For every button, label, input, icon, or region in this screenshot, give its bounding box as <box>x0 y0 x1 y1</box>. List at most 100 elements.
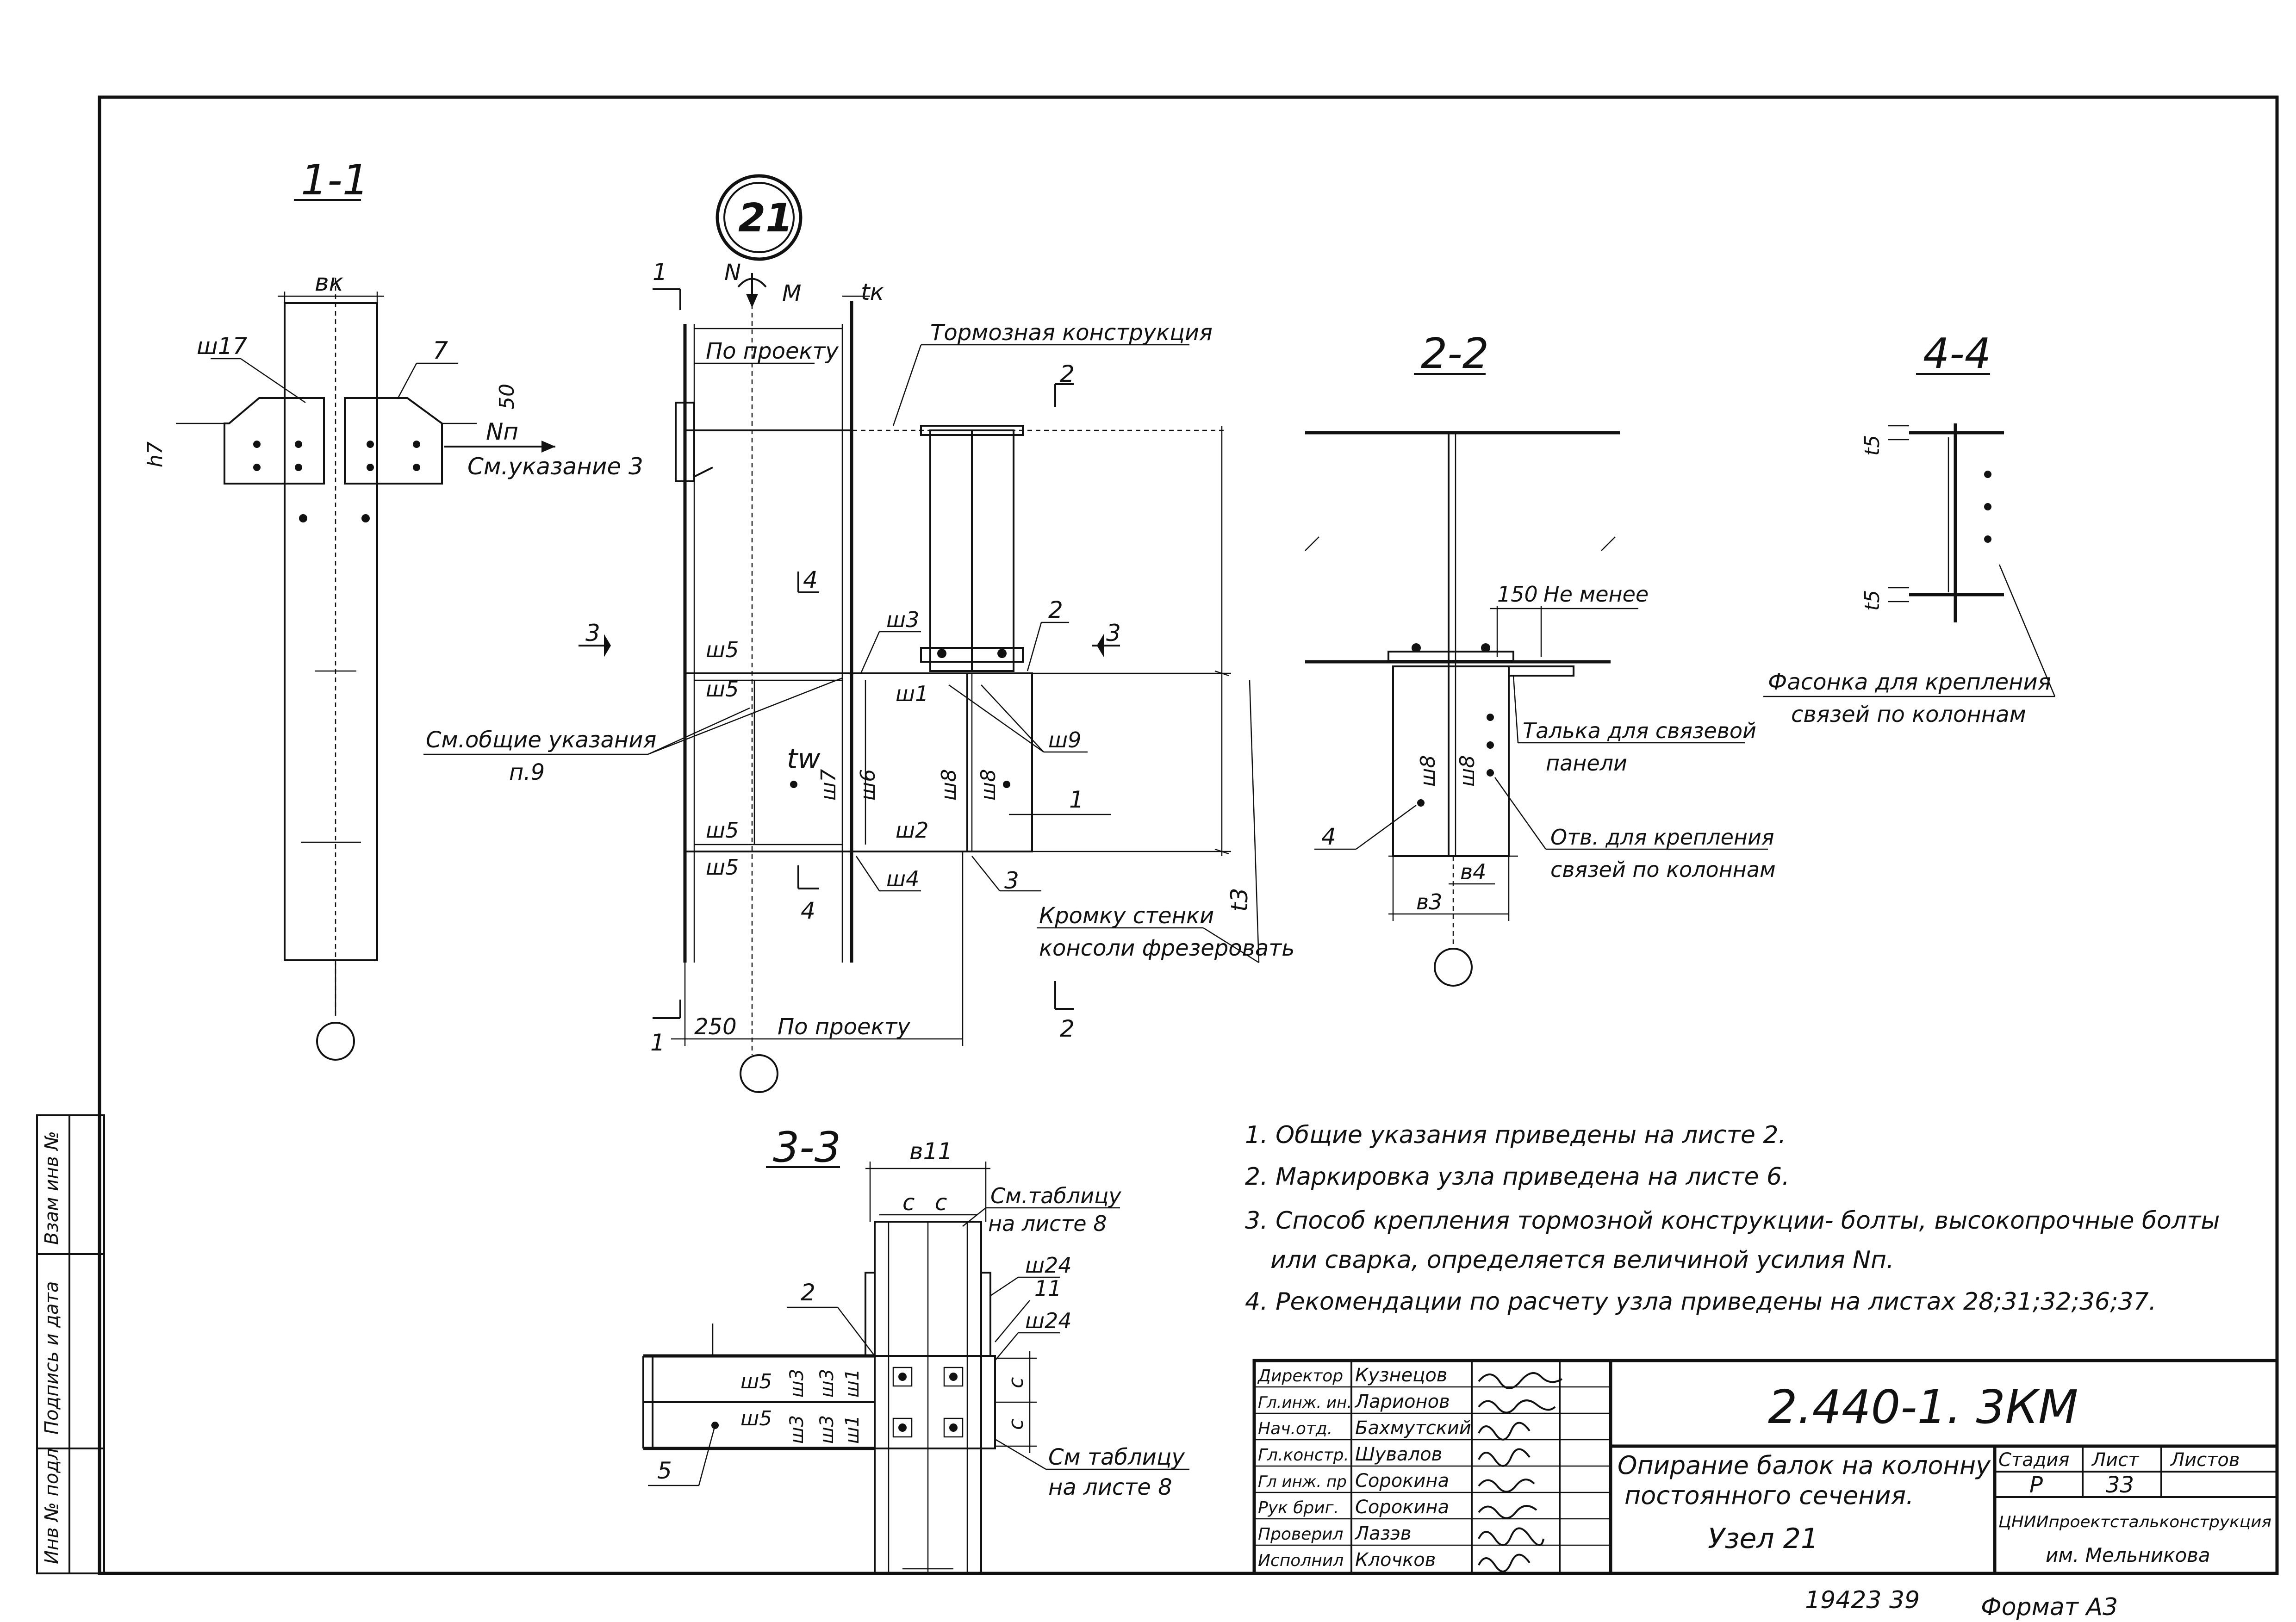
sm-tabl-1b: на листе 8 <box>988 1211 1107 1236</box>
talka-1: Талька для связевой <box>1523 718 1756 743</box>
cut-4-top: 4 <box>803 566 818 593</box>
weld-w7: ш7 <box>817 769 840 801</box>
name-1: Ларионов <box>1354 1391 1450 1412</box>
sheet-label: Лист <box>2091 1449 2140 1471</box>
side-vzam: Взам инв № <box>41 1131 62 1245</box>
pos-3: 3 <box>1004 867 1019 894</box>
note-2: 2. Маркировка узла приведена на листе 6. <box>1245 1163 1790 1191</box>
weld-w2: ш2 <box>896 818 928 843</box>
kromka-1: Кромку стенки <box>1039 903 1214 929</box>
weld-w5-a: ш5 <box>706 637 739 662</box>
name-5: Сорокина <box>1355 1497 1449 1518</box>
dim-c2: c <box>935 1190 947 1216</box>
dim-b4: в4 <box>1460 859 1486 884</box>
weld-w8-b: ш8 <box>977 769 1000 801</box>
sheets-label: Листов <box>2170 1449 2240 1471</box>
dim-c1: c <box>902 1190 915 1216</box>
dim-150: 150 <box>1497 582 1538 607</box>
obsh-ukaz-2: п.9 <box>509 759 545 785</box>
weld-w24-b: ш24 <box>1025 1308 1072 1333</box>
name-3: Шувалов <box>1355 1444 1442 1465</box>
note-4: 4. Рекомендации по расчету узла приведен… <box>1245 1288 2156 1316</box>
section-label-3-3: 3-3 <box>773 1123 841 1172</box>
dim-h7: h7 <box>143 441 167 467</box>
sm-tabl-2a: См таблицу <box>1048 1444 1185 1470</box>
side-podp: Подпись и дата <box>41 1281 62 1435</box>
note-see-3: См.указание 3 <box>467 453 643 480</box>
pos-2-33: 2 <box>801 1279 815 1306</box>
weld-w17: ш17 <box>197 333 248 360</box>
section-label-2-2: 2-2 <box>1421 329 1489 378</box>
sheet-frame <box>98 95 2279 1575</box>
cut-1-top: 1 <box>653 259 667 286</box>
view-main: 21 N M tк По проекту Тормозная конструкц… <box>423 174 1295 1093</box>
name-2: Бахмутский <box>1355 1417 1471 1439</box>
pos-5: 5 <box>657 1457 672 1484</box>
weld-w3-33d: ш3 <box>816 1415 838 1444</box>
tormoz-label: Тормозная конструкция <box>930 320 1213 346</box>
pos-1: 1 <box>1069 786 1084 813</box>
cut-3-right: 3 <box>1106 620 1121 646</box>
weld-w5-d: ш5 <box>706 855 739 880</box>
view-1-1: 1-1 вк ш17 7 50 h7 Nп <box>143 156 643 1061</box>
pos-7: 7 <box>433 337 448 365</box>
note-3-cont: или сварка, определяется величиной усили… <box>1270 1246 1894 1274</box>
weld-w8-a: ш8 <box>937 769 961 801</box>
role-7: Исполнил <box>1258 1551 1344 1570</box>
dim-b11: в11 <box>909 1138 952 1165</box>
signatures <box>1478 1372 1563 1572</box>
general-notes: 1. Общие указания приведены на листе 2. … <box>1245 1121 2220 1316</box>
name-6: Лазэв <box>1354 1523 1411 1544</box>
view-2-2: 2-2 150 Не менее Талька для связевой пан… <box>1305 329 1776 987</box>
name-4: Сорокина <box>1355 1470 1449 1491</box>
doc-title-2: постоянного сечения. <box>1624 1481 1914 1510</box>
web-tw: tw <box>787 743 821 775</box>
role-6: Проверил <box>1258 1525 1344 1544</box>
sm-tabl-2b: на листе 8 <box>1048 1474 1172 1500</box>
axis-marker-2 <box>740 1054 778 1093</box>
fasonka-2: связей по колоннам <box>1791 702 2026 727</box>
role-2: Нач.отд. <box>1258 1419 1332 1438</box>
title-block: Директор Кузнецов Гл.инж. ин. Ларионов Н… <box>1252 1359 2279 1575</box>
footer-format: Формат А3 <box>1981 1593 2118 1621</box>
dim-50: 50 <box>495 384 519 410</box>
role-3: Гл.констр. <box>1258 1446 1349 1465</box>
talka-2: панели <box>1546 751 1627 776</box>
kromka-2: консоли фрезеровать <box>1039 935 1295 961</box>
doc-title-3: Узел 21 <box>1708 1523 1818 1555</box>
dim-t5-b: t5 <box>1860 590 1884 611</box>
force-Nn: Nп <box>486 418 518 445</box>
cut-4-bottom: 4 <box>801 897 815 924</box>
weld-w24-a: ш24 <box>1025 1253 1072 1278</box>
view-3-3: 3-3 в11 c c c c См.та <box>642 1123 1189 1574</box>
weld-w3: ш3 <box>886 607 919 632</box>
weld-w9: ш9 <box>1048 727 1081 752</box>
weld-w1: ш1 <box>896 681 928 706</box>
weld-w6: ш6 <box>856 769 880 801</box>
cut-2-bottom: 2 <box>1060 1015 1075 1042</box>
side-inv: Инв № подл <box>41 1448 62 1564</box>
name-0: Кузнецов <box>1355 1365 1447 1386</box>
node-circle <box>716 174 803 261</box>
weld-w5-33a: ш5 <box>740 1370 772 1393</box>
side-stamp: Взам инв № Подпись и дата Инв № подл <box>36 1114 105 1574</box>
weld-w3-33a: ш3 <box>786 1369 808 1398</box>
name-7: Клочков <box>1355 1549 1436 1571</box>
pos-2: 2 <box>1048 597 1063 623</box>
ne-menee: Не менее <box>1543 582 1649 607</box>
po-proektu-bottom: По проекту <box>778 1014 910 1040</box>
moment-M: M <box>782 280 801 306</box>
role-4: Гл инж. пр <box>1258 1473 1347 1491</box>
pos-4: 4 <box>1321 823 1336 850</box>
note-3: 3. Способ крепления тормозной конструкци… <box>1245 1207 2220 1235</box>
dim-250: 250 <box>694 1014 737 1040</box>
sm-tabl-1a: См.таблицу <box>990 1183 1121 1208</box>
role-1: Гл.инж. ин. <box>1258 1393 1352 1412</box>
role-5: Рук бриг. <box>1258 1498 1339 1517</box>
cut-1-bottom: 1 <box>650 1029 665 1056</box>
dim-tk: tк <box>861 279 884 305</box>
stage-label: Стадия <box>1998 1449 2069 1471</box>
note-1: 1. Общие указания приведены на листе 2. <box>1245 1121 1786 1149</box>
doc-title-1: Опирание балок на колонну <box>1618 1451 1991 1480</box>
